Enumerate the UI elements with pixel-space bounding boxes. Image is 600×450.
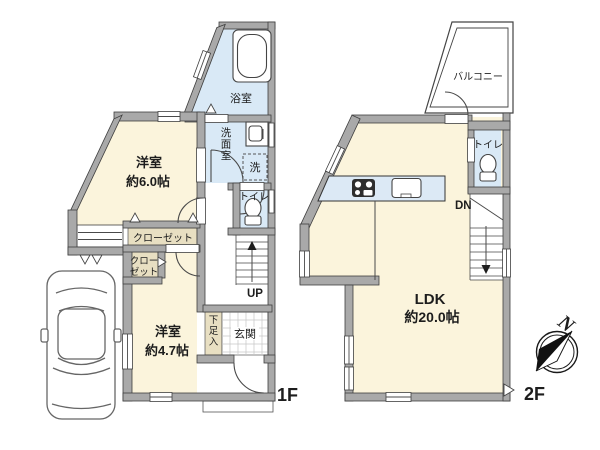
toilet-icon-1f: [244, 197, 262, 226]
sink-icon-2f: [391, 177, 422, 199]
label-stairs-up: UP: [247, 288, 263, 300]
label-bg-entrance: [231, 327, 259, 340]
sink-icon-1f: [245, 121, 269, 147]
svg-text:下: 下: [209, 315, 219, 326]
svg-text:足: 足: [209, 326, 219, 337]
stove-icon: [352, 179, 375, 197]
windows-2f: [299, 145, 511, 402]
label-shoe-1f: 下 足 入: [209, 315, 219, 348]
labels-1f: 浴室 洗 面 室 洗 トイレ 洋室 約6.0帖 クローゼット クロー ゼット 洋…: [126, 91, 298, 405]
floor-1f: 浴室 洗 面 室 洗 トイレ 洋室 約6.0帖 クローゼット クロー ゼット 洋…: [67, 21, 298, 413]
label-toilet-2f: トイレ: [473, 140, 503, 151]
svg-text:面: 面: [221, 139, 232, 151]
label-ldk-size: 約20.0帖: [404, 309, 459, 325]
window-band-bedroom6: [76, 224, 124, 248]
vent-triangle-2f: [503, 383, 515, 397]
car-icon: [40, 270, 122, 420]
label-room47-name: 洋室: [155, 324, 181, 339]
windows-1f: [122, 49, 275, 402]
car-mirror-left: [40, 328, 49, 343]
toilet-icon-2f: [479, 153, 497, 182]
compass-icon: N: [535, 310, 580, 374]
door-openings-1f: [165, 114, 265, 253]
car-mirror-right: [113, 328, 122, 343]
label-room6-size: 約6.0帖: [126, 174, 170, 189]
room-bedroom47-1f: [132, 252, 197, 395]
label-laundry-1f: 洗: [250, 161, 261, 174]
floor-2f: バルコニー トイレ LDK 約20.0帖 DN 2F: [299, 21, 545, 404]
door-arcs-1f: [175, 149, 265, 394]
porch-1f: [202, 400, 274, 413]
label-room47-size: 約4.7帖: [145, 343, 189, 358]
marker-triangles-1f: [79, 103, 217, 268]
svg-text:室: 室: [221, 149, 232, 162]
bathtub-icon: [232, 29, 272, 83]
label-stairs-down: DN: [455, 200, 472, 212]
stairs-up-1f: [235, 235, 268, 285]
balcony-2f: [424, 21, 514, 114]
label-closet2-line1: クロー: [130, 256, 159, 267]
label-washroom-1f: 洗 面 室: [221, 127, 232, 162]
stairs-down-2f: [469, 194, 504, 281]
label-ldk-name: LDK: [415, 291, 446, 308]
room-bedroom6-1f: [72, 117, 197, 225]
svg-text:入: 入: [209, 337, 219, 348]
kitchen-counter: [317, 175, 446, 280]
label-closet2-line2: ゼット: [130, 266, 159, 278]
up-arrow-icon: [247, 241, 257, 250]
label-bath-1f: 浴室: [230, 91, 252, 105]
compass-needle-light: [535, 330, 573, 372]
labels-2f: バルコニー トイレ LDK 約20.0帖 DN 2F: [404, 71, 545, 404]
label-closet-1f: クローゼット: [133, 233, 193, 245]
label-floor-1f: 1F: [277, 385, 298, 405]
label-entrance-1f: 玄関: [234, 327, 256, 341]
label-floor-2f: 2F: [524, 384, 545, 404]
label-balcony-2f: バルコニー: [453, 71, 503, 83]
washer-box-icon: [242, 153, 268, 181]
svg-text:洗: 洗: [221, 127, 232, 139]
label-toilet-1f: トイレ: [239, 192, 269, 203]
label-room6-name: 洋室: [136, 155, 162, 170]
door-openings-2f: [444, 114, 475, 163]
down-arrow-icon: [481, 265, 491, 274]
balcony-door-arc: [444, 91, 469, 116]
